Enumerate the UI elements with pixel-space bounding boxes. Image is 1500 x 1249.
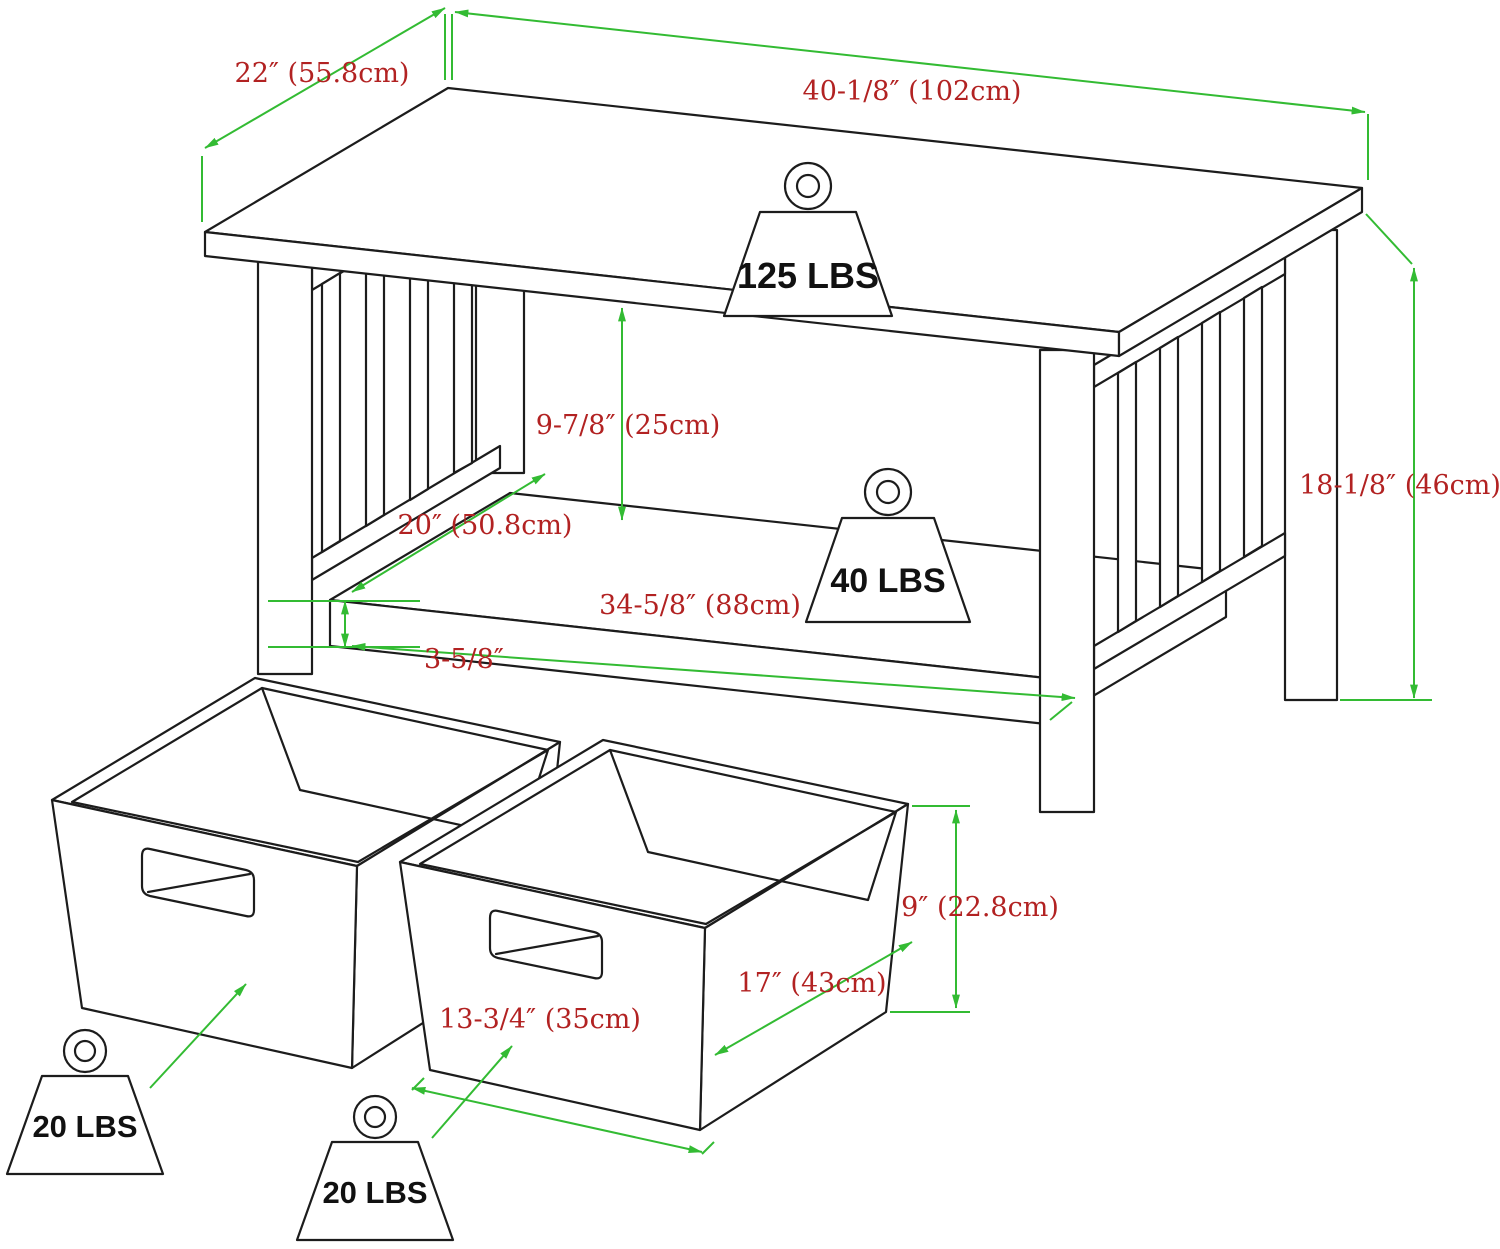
dimension-line-bin-depth — [714, 941, 913, 1056]
dim-label-bin-width: 13-3/4″ (35cm) — [439, 1004, 641, 1035]
table-right-slat — [1200, 310, 1222, 584]
dimension-line-bin-width — [411, 1087, 703, 1153]
weight-icon-body — [804, 516, 972, 624]
dim-label-top-width: 40-1/8″ (102cm) — [803, 76, 1022, 107]
dimension-line-shelf-depth — [351, 473, 546, 593]
weight-icon-ring — [875, 479, 901, 505]
bin-left-handle-fold — [146, 872, 252, 894]
extension-line — [1049, 701, 1073, 721]
bin-right-handle-fold — [494, 934, 600, 956]
weight-icon-body — [722, 210, 894, 318]
dimension-line-top-width — [454, 9, 1366, 115]
table-back-right-leg — [1283, 228, 1339, 702]
dimension-lines — [149, 7, 1432, 1155]
weight-icon-ring — [73, 1039, 97, 1063]
weight-icon-ring — [795, 173, 821, 199]
dimension-line-shelf-width — [351, 643, 1076, 701]
table-front-right-leg — [1038, 348, 1096, 814]
extension-line — [1365, 213, 1413, 265]
extension-line — [701, 1141, 715, 1155]
dim-label-shelf-width: 34-5/8″ (88cm) — [599, 590, 801, 621]
dim-label-clearance: 9-7/8″ (25cm) — [536, 410, 721, 441]
weight-icon-body — [5, 1074, 165, 1176]
weight-label-bin-right: 20 LBS — [322, 1175, 427, 1210]
table-right-slat — [1158, 335, 1180, 609]
dim-label-bin-depth: 17″ (43cm) — [737, 968, 886, 999]
table-left-slat — [320, 271, 342, 554]
table-right-slat — [1116, 360, 1138, 634]
leader-arrow-bin-left — [149, 983, 247, 1089]
dimension-labels: 22″ (55.8cm) 40-1/8″ (102cm) 9-7/8″ (25c… — [235, 58, 1500, 1035]
dim-label-top-depth: 22″ (55.8cm) — [235, 58, 410, 89]
table-front-left-leg — [256, 260, 314, 676]
weight-capacity-bin-right: 20 LBS — [295, 1094, 455, 1242]
bin-left-front-face — [50, 798, 359, 1070]
leader-arrow-bin-right — [431, 1045, 513, 1139]
dim-label-shelf-depth: 20″ (50.8cm) — [398, 510, 573, 541]
table-right-slat — [1242, 285, 1264, 559]
weight-icon-body — [295, 1140, 455, 1242]
weight-capacity-tabletop: 125 LBS — [722, 161, 894, 318]
table-left-slat — [364, 245, 386, 528]
bin-right-interior — [608, 748, 898, 902]
weight-icon-ring — [363, 1105, 387, 1129]
weight-label-bin-left: 20 LBS — [32, 1109, 137, 1144]
weight-capacity-bin-left: 20 LBS — [5, 1028, 165, 1176]
weight-capacity-shelf: 40 LBS — [804, 467, 972, 624]
table-top-right-edge — [1117, 186, 1364, 358]
dim-label-bin-height: 9″ (22.8cm) — [901, 892, 1059, 923]
weight-label-tabletop: 125 LBS — [737, 255, 879, 296]
dim-label-shelf-thickness: 3-5/8″ — [424, 644, 504, 675]
weight-label-shelf: 40 LBS — [830, 562, 945, 600]
dimension-line-top-depth — [204, 7, 446, 149]
dim-label-table-height: 18-1/8″ (46cm) — [1299, 470, 1500, 501]
